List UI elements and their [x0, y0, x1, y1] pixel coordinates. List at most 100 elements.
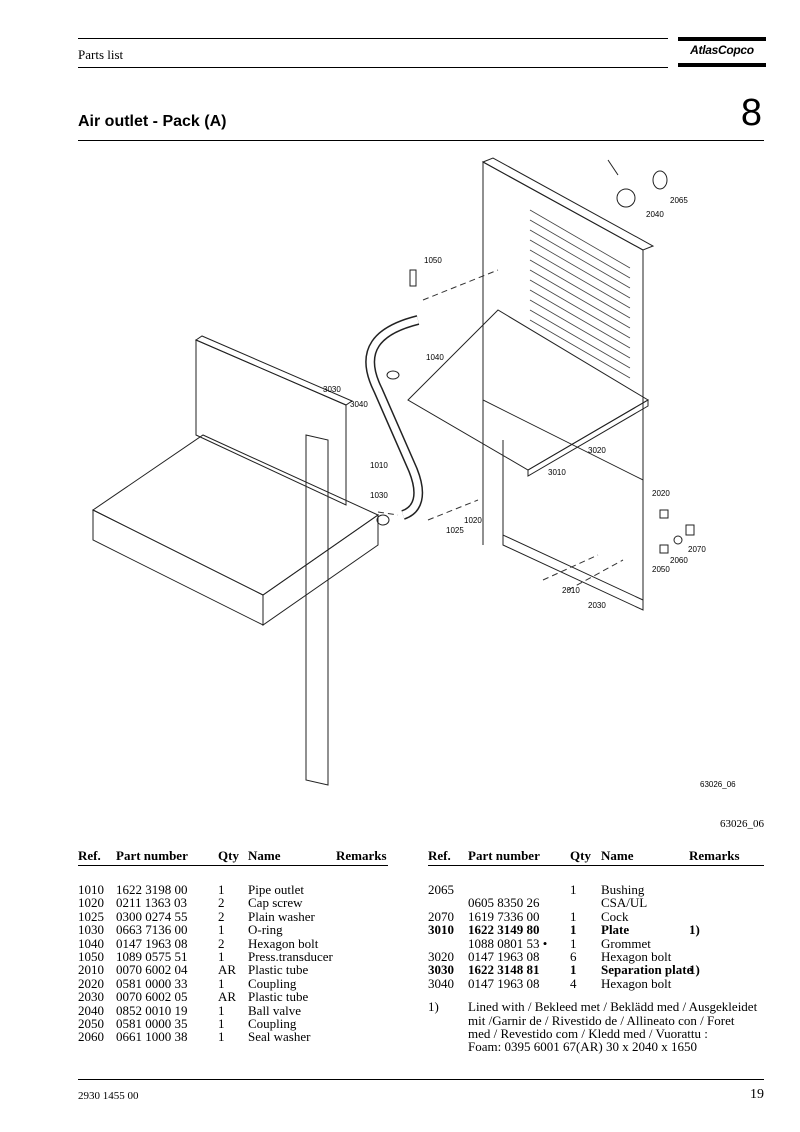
- callout-3030: 3030: [323, 385, 341, 394]
- header-name: Name: [248, 848, 281, 863]
- cock-2070: [685, 524, 695, 536]
- cell-ref: 3040: [428, 975, 454, 991]
- section-label: Parts list: [78, 47, 124, 62]
- cell-qty: 2: [218, 935, 225, 951]
- separation-plate-top: [194, 335, 354, 406]
- page-title: Air outlet - Pack (A): [78, 113, 227, 130]
- cell-ref: 1040: [78, 935, 104, 951]
- plate-hole: [386, 370, 400, 380]
- header-part-number: Part number: [116, 848, 188, 863]
- cell-remarks: 1): [689, 922, 700, 938]
- cell-remarks: 1): [689, 962, 700, 978]
- cell-qty: 1: [218, 948, 225, 964]
- header-remarks: Remarks: [336, 848, 387, 863]
- cell-part: 1619 7336 00: [468, 908, 540, 924]
- footnote: 1) Lined with / Bekleed met / Beklädd me…: [428, 1000, 764, 1054]
- cell-name: Hexagon bolt: [601, 948, 672, 964]
- footer-rule: [78, 1079, 764, 1080]
- cell-part: 0581 0000 33: [116, 975, 188, 991]
- cell-qty: 1: [570, 882, 577, 897]
- cell-ref: 2050: [78, 1015, 104, 1031]
- cell-name: Plastic tube: [248, 989, 309, 1005]
- callout-2010: 2010: [562, 586, 580, 595]
- cell-part: 0581 0000 35: [116, 1015, 188, 1031]
- table-header: Ref. Part number Qty Name Remarks: [78, 848, 388, 866]
- pipe-outlet-1010: [365, 315, 424, 520]
- separation-plate-3030: [195, 339, 347, 506]
- cell-qty: AR: [218, 989, 237, 1005]
- cell-ref: 2065: [428, 882, 454, 897]
- header-ref: Ref.: [428, 848, 451, 863]
- header-bottom-rule: [78, 67, 668, 68]
- cell-ref: 3010: [428, 922, 454, 938]
- cell-name: Cock: [601, 908, 629, 924]
- cell-qty: 1: [570, 935, 577, 951]
- cell-name: Plastic tube: [248, 962, 309, 978]
- pipe-outlet-1010-inner: [366, 316, 422, 519]
- cell-qty: 1: [570, 962, 577, 978]
- cell-part: 0147 1963 08: [116, 935, 188, 951]
- cell-qty: 2: [218, 908, 225, 924]
- callout-1010: 1010: [370, 461, 388, 470]
- header-top-rule: [78, 38, 668, 39]
- cell-name: O-ring: [248, 922, 283, 938]
- page-number: 19: [750, 1087, 764, 1102]
- cooler-side: [262, 514, 379, 626]
- cell-part: 1622 3148 81: [468, 962, 540, 978]
- cooler-front: [92, 509, 264, 626]
- cell-qty: 1: [218, 975, 225, 991]
- coupling-2020: [659, 509, 669, 519]
- cell-part: 0147 1963 08: [468, 948, 540, 964]
- assembly-lines: [377, 269, 624, 591]
- document-number: 2930 1455 00: [78, 1090, 139, 1102]
- ball-valve-handle: [607, 159, 619, 176]
- cell-qty: 1: [218, 1029, 225, 1045]
- cell-name: Bushing: [601, 882, 645, 897]
- cell-qty: 2: [218, 895, 225, 911]
- rear-frame: [482, 161, 644, 481]
- logo-bar-bottom: [678, 63, 766, 67]
- cell-qty: 1: [570, 922, 577, 938]
- cell-part: 0070 6002 04: [116, 962, 188, 978]
- logo-text: AtlasCopco: [690, 43, 754, 57]
- cell-name: Separation plate: [601, 962, 693, 978]
- press-transducer-1050: [409, 269, 417, 287]
- plate-3010-edge: [527, 399, 649, 477]
- cell-ref: 2030: [78, 989, 104, 1005]
- callout-3020: 3020: [588, 446, 606, 455]
- frame-base: [502, 534, 644, 611]
- cell-qty: AR: [218, 962, 237, 978]
- drawing-caption: 63026_06: [720, 818, 764, 830]
- table-row: 2065 1 Bushing: [428, 882, 764, 897]
- cell-qty: 1: [218, 882, 225, 897]
- cell-part: 0661 1000 38: [116, 1029, 188, 1045]
- callout-3040: 3040: [350, 400, 368, 409]
- cell-ref: 1010: [78, 882, 104, 897]
- cell-name: Ball valve: [248, 1002, 302, 1018]
- cell-name: Press.transducer: [248, 948, 333, 964]
- footnote-line: Lined with / Bekleed met / Beklädd med /…: [468, 999, 758, 1015]
- header-ref: Ref.: [78, 848, 101, 863]
- cell-ref: 1025: [78, 908, 104, 924]
- ball-valve-2040: [616, 188, 636, 208]
- footnote-line: med / Revestido com / Kledd med / Vuorat…: [468, 1025, 708, 1041]
- louvre-slots: [529, 209, 631, 379]
- callout-1030: 1030: [370, 491, 388, 500]
- callout-2070: 2070: [688, 545, 706, 554]
- callout-2050: 2050: [652, 565, 670, 574]
- cell-name: Hexagon bolt: [601, 975, 672, 991]
- logo-bar-top: [678, 37, 766, 41]
- cell-name: Pipe outlet: [248, 882, 304, 897]
- cell-ref: 2070: [428, 908, 454, 924]
- cell-qty: 1: [218, 1002, 225, 1018]
- cell-part: 0300 0274 55: [116, 908, 188, 924]
- cell-part: 0147 1963 08: [468, 975, 540, 991]
